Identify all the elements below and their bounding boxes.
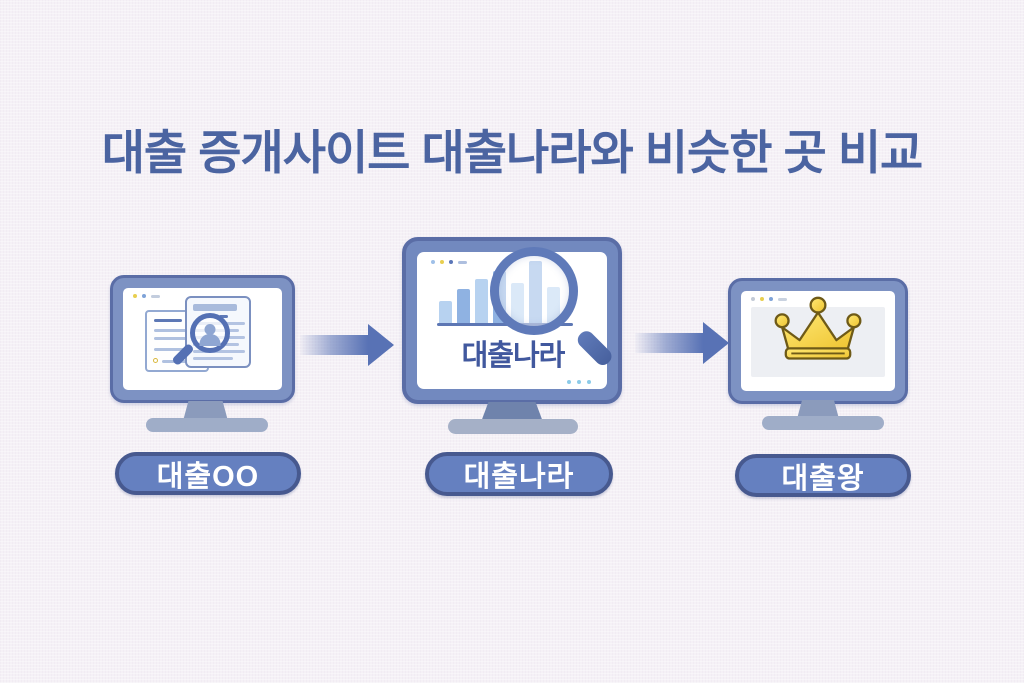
document-line [154,348,196,351]
arrow-shaft [300,335,368,355]
window-dots [133,294,160,298]
window-dot-lightblue [431,260,435,264]
monitor-left-stand [183,401,228,421]
window-dots [751,297,787,301]
person-icon [204,324,216,335]
page-title: 대출 증개사이트 대출나라와 비슷한 곳 비교 [101,126,924,179]
monitor-middle-stand [481,402,543,422]
document-line [154,329,196,332]
document-line [154,337,188,340]
profile-line [193,357,233,360]
window-dot-blue [769,297,773,301]
window-dot-blue [142,294,146,298]
window-dash [151,294,160,298]
document-title-line [154,319,182,322]
window-dot-yellow [440,260,444,264]
loading-dot [567,380,571,384]
window-dot-yellow [133,294,137,298]
monitor-right-screen [741,291,895,391]
monitor-middle-base [448,419,578,434]
loading-dot [577,380,581,384]
window-dash [458,260,467,264]
arrow-head [703,322,729,364]
arrow-shaft [635,333,703,353]
window-dots [431,260,467,264]
window-dot-blue [449,260,453,264]
monitor-left-screen [123,288,282,390]
window-dot-yellow [760,297,764,301]
monitor-right [728,278,908,404]
flow-arrow-1 [300,324,394,366]
window-dot-gray [751,297,755,301]
monitor-left [110,275,295,403]
flow-arrow-2 [635,322,729,364]
screen-brand-text: 대출나라 [461,340,566,372]
monitor-right-stand [797,400,839,419]
label-pill-right: 대출왕 [735,454,911,497]
loading-dots [567,380,591,384]
monitor-middle-screen: 대출나라 [417,247,615,389]
magnifier-icon [490,247,578,335]
chart-bar [457,289,470,323]
bullet-circle-icon [153,358,158,363]
profile-card-dash [219,315,228,318]
magnifier-icon [190,313,230,353]
loading-dot [587,380,591,384]
profile-card-header [193,304,237,311]
arrow-head [368,324,394,366]
person-shoulders [199,334,221,346]
profile-line [193,350,245,353]
crown-icon [772,295,864,365]
monitor-left-base [146,418,268,432]
monitor-middle: 대출나라 [402,237,622,404]
label-pill-middle: 대출나라 [425,452,613,496]
monitor-right-base [762,416,884,430]
chart-bar [439,301,452,323]
label-pill-left: 대출OO [115,452,301,495]
window-dash [778,297,787,301]
chart-bar [475,279,488,323]
